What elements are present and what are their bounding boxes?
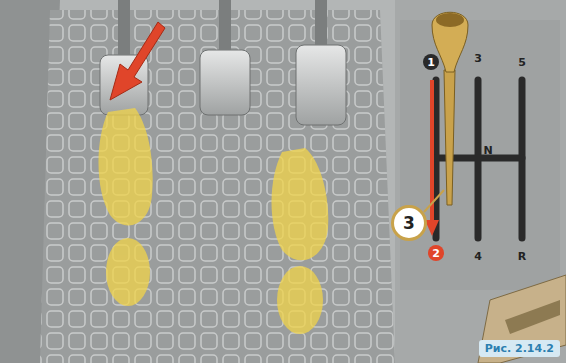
figure-caption: Рис. 2.14.2	[479, 340, 560, 357]
gear-number: 4	[474, 250, 482, 263]
gear-number: 5	[518, 56, 526, 69]
gear-number: N	[483, 144, 492, 157]
gear-number: R	[518, 250, 526, 263]
callout-circle: 3	[391, 205, 427, 241]
gear-number: 1	[427, 56, 435, 69]
gear-number: 3	[474, 52, 482, 65]
callout-number: 3	[403, 213, 415, 233]
gear-number: 2	[432, 247, 440, 260]
